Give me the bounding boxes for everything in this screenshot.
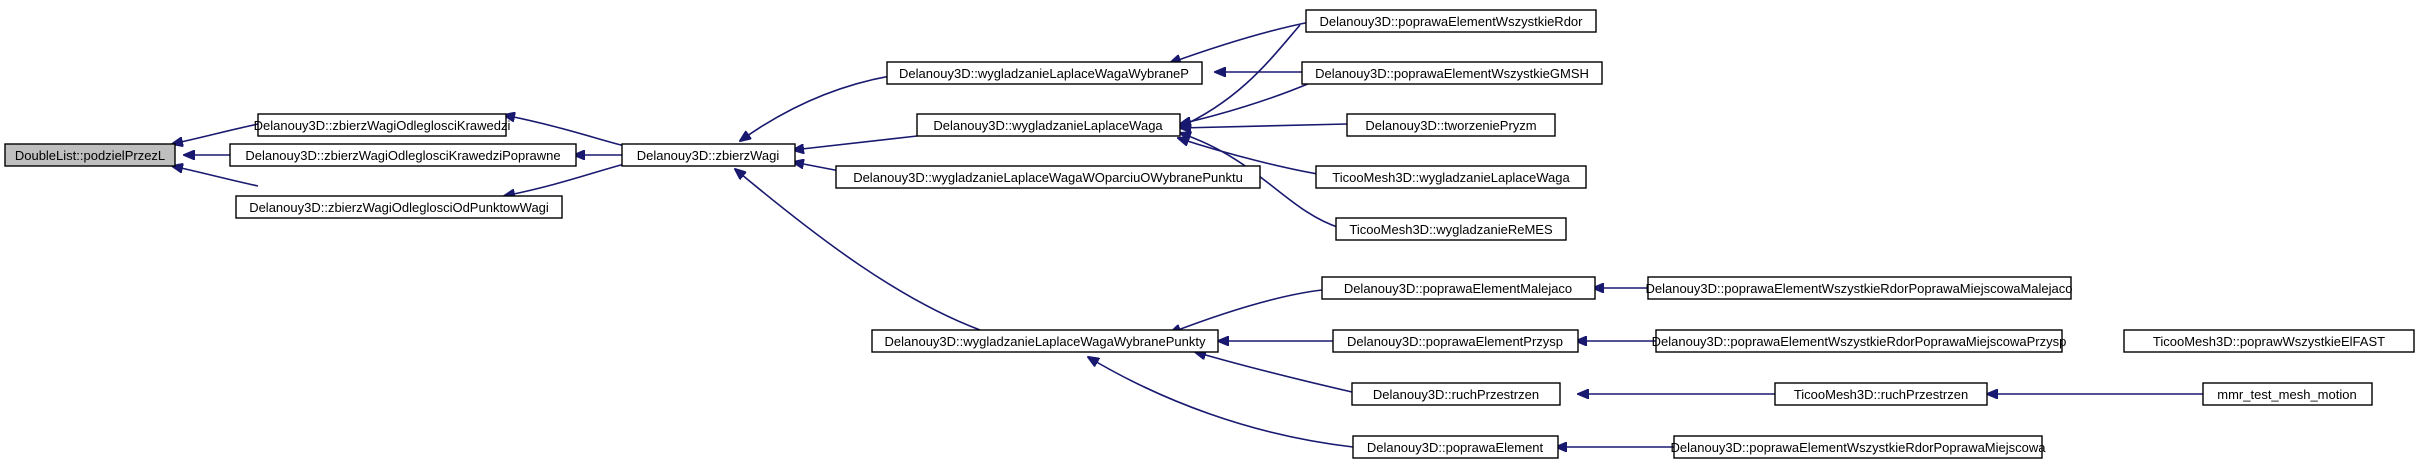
node-double-list-podziel-przez-l[interactable]: DoubleList::podzielPrzezL bbox=[4, 143, 176, 167]
node-label: Delanouy3D::zbierzWagiOdleglosciKrawedzi bbox=[254, 118, 511, 133]
node-box bbox=[871, 329, 1219, 353]
node-zbierz-wagi[interactable]: Delanouy3D::zbierzWagi bbox=[621, 143, 796, 167]
node-poprawa-element-malejaco[interactable]: Delanouy3D::poprawaElementMalejaco bbox=[1321, 276, 1596, 300]
node-box bbox=[835, 165, 1261, 189]
edge-pem-lwpk bbox=[1170, 289, 1323, 333]
node-label: Delanouy3D::poprawaElementMalejaco bbox=[1344, 281, 1572, 296]
node-box bbox=[1346, 113, 1556, 137]
edge-perd-lwp bbox=[1170, 21, 1311, 63]
node-box bbox=[2123, 329, 2415, 353]
edges bbox=[172, 21, 2296, 448]
node-box bbox=[235, 195, 563, 219]
node-tworzenie-pryzm[interactable]: Delanouy3D::tworzeniePryzm bbox=[1346, 113, 1556, 137]
edge-zo-root bbox=[172, 166, 259, 187]
edge-lwpk-zw bbox=[735, 169, 981, 331]
edge-pegm-lw bbox=[1180, 82, 1311, 124]
edge-tp-lw bbox=[1180, 124, 1348, 128]
node-ticoo-wygladzanie-remes[interactable]: TicooMesh3D::wygladzanieReMES bbox=[1335, 217, 1567, 241]
node-box bbox=[1351, 382, 1561, 406]
node-box bbox=[1332, 329, 1579, 353]
node-poprawa-miejscowa-przysp[interactable]: Delanouy3D::poprawaElementWszystkieRdorP… bbox=[1652, 329, 2067, 353]
node-ticoo-ruch-przestrzen[interactable]: TicooMesh3D::ruchPrzestrzen bbox=[1774, 382, 1988, 406]
node-poprawa-miejscowa-malejaco[interactable]: Delanouy3D::poprawaElementWszystkieRdorP… bbox=[1645, 276, 2073, 300]
nodes: DoubleList::podzielPrzezL Delanouy3D::zb… bbox=[4, 9, 2415, 459]
node-label: mmr_test_mesh_motion bbox=[2217, 387, 2356, 402]
node-box bbox=[1352, 435, 1559, 459]
node-label: Delanouy3D::poprawaElementWszystkieGMSH bbox=[1315, 66, 1589, 81]
node-box bbox=[1335, 217, 1567, 241]
node-wygladzanie-laplace-waga-wybrane-punkty[interactable]: Delanouy3D::wygladzanieLaplaceWagaWybran… bbox=[871, 329, 1219, 353]
node-label: Delanouy3D::zbierzWagiOdleglosciKrawedzi… bbox=[245, 148, 560, 163]
edge-perd-lw bbox=[1178, 24, 1301, 128]
node-label: Delanouy3D::tworzeniePryzm bbox=[1365, 118, 1536, 133]
node-box bbox=[2202, 382, 2373, 406]
node-wygladzanie-laplace-waga[interactable]: Delanouy3D::wygladzanieLaplaceWaga bbox=[916, 113, 1181, 137]
node-label: Delanouy3D::poprawaElementPrzysp bbox=[1347, 334, 1563, 349]
edge-trm-lw bbox=[1180, 133, 1341, 229]
node-label: DoubleList::podzielPrzezL bbox=[15, 148, 165, 163]
node-label: Delanouy3D::zbierzWagiOdleglosciOdPunkto… bbox=[249, 200, 549, 215]
node-box bbox=[1321, 276, 1596, 300]
node-box bbox=[1655, 329, 2063, 353]
node-wygladzanie-laplace-waga-w-oparciu[interactable]: Delanouy3D::wygladzanieLaplaceWagaWOparc… bbox=[835, 165, 1261, 189]
node-poprawa-element-wszystkie-gmsh[interactable]: Delanouy3D::poprawaElementWszystkieGMSH bbox=[1301, 61, 1603, 85]
node-label: Delanouy3D::wygladzanieLaplaceWagaWybran… bbox=[899, 66, 1189, 81]
node-ruch-przestrzen[interactable]: Delanouy3D::ruchPrzestrzen bbox=[1351, 382, 1561, 406]
node-poprawa-element-wszystkie-rdor[interactable]: Delanouy3D::poprawaElementWszystkieRdor bbox=[1305, 9, 1597, 33]
node-label: Delanouy3D::wygladzanieLaplaceWagaWOparc… bbox=[853, 170, 1243, 185]
node-box bbox=[1301, 61, 1603, 85]
node-ticoo-wygladzanie-laplace-waga[interactable]: TicooMesh3D::wygladzanieLaplaceWaga bbox=[1315, 165, 1587, 189]
node-box bbox=[1305, 9, 1597, 33]
node-box bbox=[1774, 382, 1988, 406]
edge-lw-zw bbox=[793, 135, 918, 150]
edge-zk-root bbox=[172, 123, 259, 144]
node-box bbox=[1647, 276, 2072, 300]
node-label: TicooMesh3D::wygladzanieLaplaceWaga bbox=[1332, 170, 1570, 185]
node-label: TicooMesh3D::poprawWszystkieElFAST bbox=[2153, 334, 2385, 349]
node-zbierz-wagi-odleglosci-krawedzi-poprawne[interactable]: Delanouy3D::zbierzWagiOdleglosciKrawedzi… bbox=[229, 143, 577, 167]
node-label: Delanouy3D::wygladzanieLaplaceWaga bbox=[933, 118, 1163, 133]
node-box bbox=[916, 113, 1181, 137]
node-box bbox=[1315, 165, 1587, 189]
node-label: Delanouy3D::wygladzanieLaplaceWagaWybran… bbox=[885, 334, 1206, 349]
node-label: Delanouy3D::poprawaElementWszystkieRdor bbox=[1319, 14, 1583, 29]
edge-lwo-zw bbox=[793, 162, 841, 172]
node-label: Delanouy3D::ruchPrzestrzen bbox=[1373, 387, 1539, 402]
node-poprawa-miejscowa[interactable]: Delanouy3D::poprawaElementWszystkieRdorP… bbox=[1671, 435, 2047, 459]
node-box bbox=[886, 61, 1203, 85]
edge-rp-lwpk bbox=[1195, 352, 1353, 393]
node-label: Delanouy3D::poprawaElementWszystkieRdorP… bbox=[1645, 281, 2072, 296]
edge-lwp-zw bbox=[740, 75, 891, 141]
node-mmr-test-mesh-motion[interactable]: mmr_test_mesh_motion bbox=[2202, 382, 2373, 406]
node-poprawa-element-przysp[interactable]: Delanouy3D::poprawaElementPrzysp bbox=[1332, 329, 1579, 353]
node-box bbox=[4, 143, 176, 167]
node-box bbox=[621, 143, 796, 167]
node-box bbox=[229, 143, 577, 167]
node-ticoo-popraw-wszystkie-el-fast[interactable]: TicooMesh3D::poprawWszystkieElFAST bbox=[2123, 329, 2415, 353]
node-box bbox=[1673, 435, 2043, 459]
edge-zw-zk bbox=[504, 115, 626, 147]
node-poprawa-element[interactable]: Delanouy3D::poprawaElement bbox=[1352, 435, 1559, 459]
node-zbierz-wagi-odleglosci-krawedzi[interactable]: Delanouy3D::zbierzWagiOdleglosciKrawedzi bbox=[254, 113, 511, 137]
edge-zw-zo bbox=[504, 163, 626, 196]
node-label: TicooMesh3D::wygladzanieReMES bbox=[1349, 222, 1553, 237]
node-label: Delanouy3D::poprawaElementWszystkieRdorP… bbox=[1671, 440, 2047, 455]
node-label: Delanouy3D::poprawaElementWszystkieRdorP… bbox=[1652, 334, 2067, 349]
node-label: Delanouy3D::poprawaElement bbox=[1367, 440, 1544, 455]
node-label: TicooMesh3D::ruchPrzestrzen bbox=[1794, 387, 1968, 402]
node-label: Delanouy3D::zbierzWagi bbox=[637, 148, 780, 163]
node-zbierz-wagi-odleglosci-od-punktow-wagi[interactable]: Delanouy3D::zbierzWagiOdleglosciOdPunkto… bbox=[235, 195, 563, 219]
node-wygladzanie-laplace-waga-wybrane-p[interactable]: Delanouy3D::wygladzanieLaplaceWagaWybran… bbox=[886, 61, 1203, 85]
node-box bbox=[257, 113, 507, 137]
edge-pe-lwpk bbox=[1088, 357, 1354, 448]
